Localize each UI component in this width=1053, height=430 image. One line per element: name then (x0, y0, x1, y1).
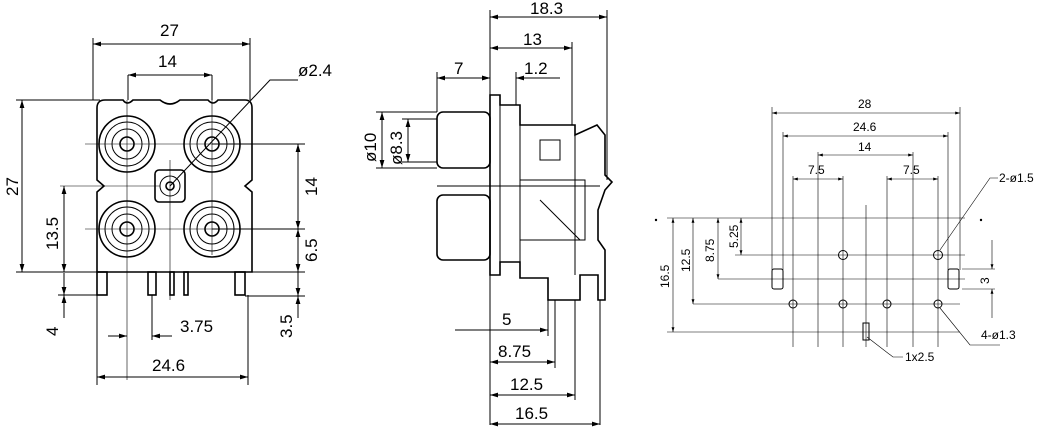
dim-barrel-length: 7 (454, 59, 463, 78)
dim-barrel-dia: ø10 (361, 133, 380, 162)
side-view: 18.3 13 7 1.2 ø10 ø8.3 5 8.75 12.5 16.5 (361, 0, 614, 427)
front-view: 27 14 ø2.4 27 13.5 14 6.5 4 3.75 3.5 24.… (3, 21, 332, 385)
dim-side-body-depth: 13 (523, 30, 542, 49)
dim-front-width: 27 (160, 21, 179, 40)
dim-row-2: 8.75 (703, 238, 717, 262)
side-housing (489, 94, 614, 301)
dim-right-pitch: 7.5 (903, 163, 920, 177)
pcb-layout: 28 24.6 14 7.5 7.5 2-ø1.5 5.25 8.75 12.5… (654, 97, 1034, 364)
dim-flange: 1.2 (524, 59, 548, 78)
dim-pcb-width: 28 (858, 97, 872, 111)
lower-barrel (436, 194, 491, 261)
dim-pin-length-right: 3.5 (277, 314, 296, 338)
dim-side-depth: 18.3 (530, 0, 563, 18)
dim-pin-row-2: 8.75 (498, 342, 531, 361)
front-housing (96, 99, 253, 273)
dim-pin-offset: 3.75 (180, 317, 213, 336)
dim-front-height: 27 (3, 177, 22, 196)
dim-pin-row-3: 12.5 (510, 375, 543, 394)
holes (771, 250, 960, 341)
upper-barrel (436, 111, 491, 169)
dim-pin-length: 4 (43, 327, 62, 336)
dim-row-3: 12.5 (679, 248, 693, 272)
label-small-holes: 4-ø1.3 (981, 328, 1016, 342)
dim-jack-pitch-v: 14 (302, 177, 321, 196)
dim-inner-span: 14 (858, 140, 872, 154)
label-slot: 1x2.5 (905, 350, 935, 364)
dim-barrel-inner-dia: ø8.3 (387, 131, 406, 165)
dim-center-hole-dia: ø2.4 (298, 61, 332, 80)
dim-pin-span: 24.6 (152, 356, 185, 375)
dim-front-jack-pitch: 14 (158, 52, 177, 71)
dim-center-height: 13.5 (43, 217, 62, 250)
pins (96, 271, 246, 296)
dim-row-4: 16.5 (658, 264, 672, 288)
dim-tab-span: 24.6 (853, 120, 877, 134)
dim-lower-jack-height: 6.5 (302, 238, 321, 262)
dim-tab-height: 3 (978, 277, 992, 284)
dim-row-1: 5.25 (727, 224, 741, 248)
label-large-holes: 2-ø1.5 (999, 171, 1034, 185)
dim-pin-row-4: 16.5 (515, 404, 548, 423)
dim-pin-row-1: 5 (502, 310, 511, 329)
dim-left-pitch: 7.5 (808, 163, 825, 177)
